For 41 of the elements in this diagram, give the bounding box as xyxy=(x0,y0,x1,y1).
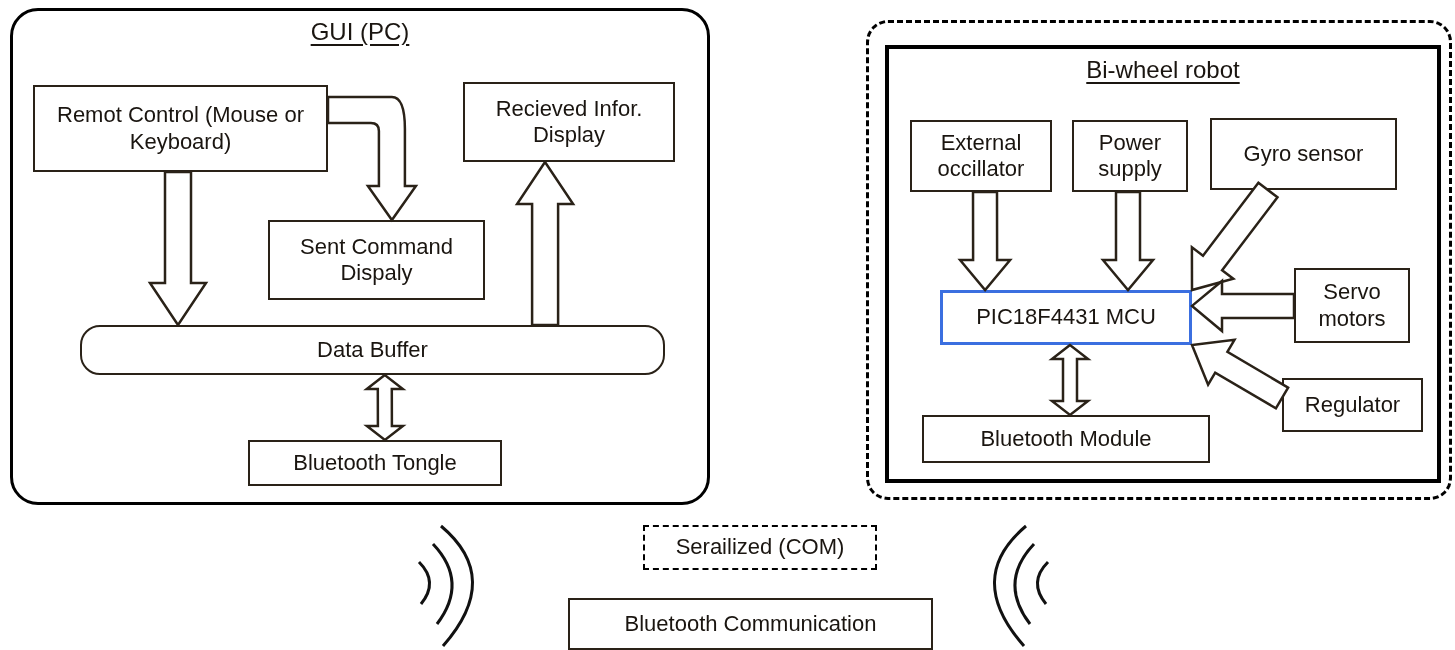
panel-heading: GUI (PC) xyxy=(310,17,410,47)
block-label: Gyro sensor xyxy=(1242,140,1365,168)
block-arrow xyxy=(1190,180,1280,292)
block-arrow xyxy=(957,190,1013,292)
block-box xyxy=(80,325,665,375)
block-arrow xyxy=(1048,343,1092,417)
block-box xyxy=(33,85,328,172)
block-box xyxy=(910,120,1052,192)
panel-heading: Bi-wheel robot xyxy=(1086,55,1240,85)
block-arrow xyxy=(1190,278,1296,334)
block-label: Recieved Infor. Display xyxy=(494,95,644,149)
block-arrow xyxy=(147,170,209,328)
block-label: Bluetooth Module xyxy=(979,425,1153,453)
block-label: Bluetooth Tongle xyxy=(292,449,458,477)
block-box xyxy=(463,82,675,162)
block-label: Serailized (COM) xyxy=(674,534,846,561)
block-arrow xyxy=(326,95,418,222)
block-label: Bluetooth Communication xyxy=(623,610,878,638)
block-label: Data Buffer xyxy=(316,336,429,364)
block-arrow xyxy=(514,159,576,327)
block-box xyxy=(922,415,1210,463)
block-label: Remot Control (Mouse or Keyboard) xyxy=(56,102,305,155)
block-box xyxy=(1282,378,1423,432)
block-label: Servo motors xyxy=(1317,279,1387,332)
block-box xyxy=(1294,268,1410,343)
block-box xyxy=(643,525,877,570)
block-arrow xyxy=(1190,338,1290,410)
block-box xyxy=(248,440,502,486)
block-arrow xyxy=(363,373,407,442)
block-box xyxy=(1072,120,1188,192)
block-label: PIC18F4431 MCU xyxy=(975,304,1157,331)
block-label: External occillator xyxy=(936,129,1026,183)
block-box xyxy=(568,598,933,650)
group-panel xyxy=(10,8,710,505)
block-label: Power supply xyxy=(1097,129,1163,183)
block-box xyxy=(1210,118,1397,190)
block-label: Sent Command Dispaly xyxy=(299,233,454,287)
block-label: Regulator xyxy=(1303,391,1402,419)
block-box xyxy=(268,220,485,300)
block-box xyxy=(940,290,1192,345)
block-arrow xyxy=(1100,190,1156,292)
